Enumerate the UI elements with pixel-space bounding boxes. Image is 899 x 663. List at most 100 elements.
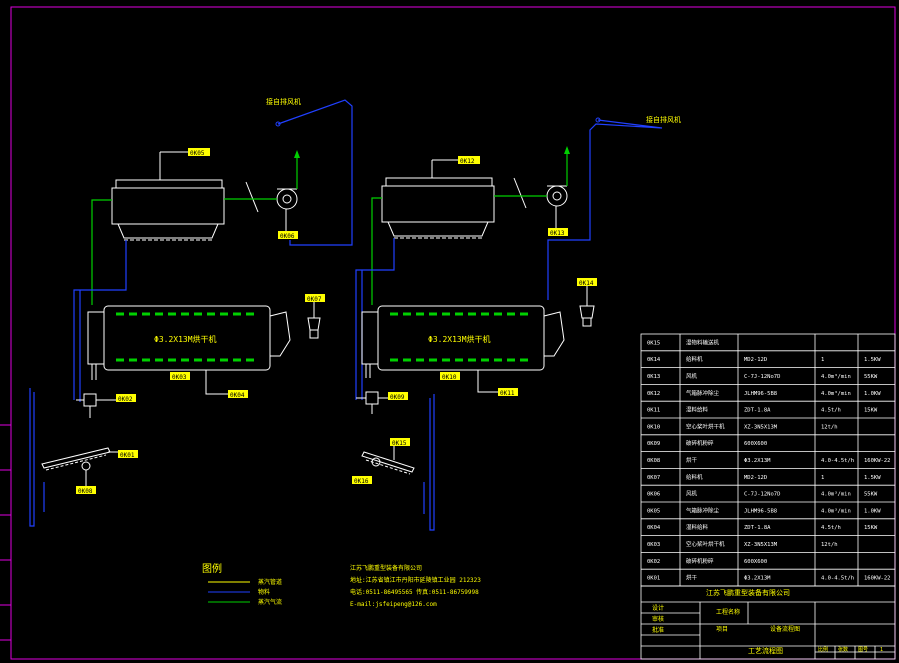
parts-table-cell-code: 0K08 — [647, 458, 660, 464]
title-block-sheet-value: 1 — [880, 647, 883, 653]
left-dryer-name: Φ3.2X13M烘干机 — [154, 334, 217, 344]
right-dryer-tag-2-text: 0K11 — [500, 390, 515, 397]
parts-table-cell-qty: 4.0-4.5t/h — [821, 458, 854, 464]
left-material-link — [73, 240, 127, 400]
right-dust-collector — [381, 159, 495, 239]
right-fan-outlet-label: 接自排风机 — [646, 115, 681, 124]
parts-table-cell-qty: 12t/h — [821, 542, 838, 548]
parts-table-cell-code: 0K05 — [647, 508, 660, 514]
left-dryer-tag — [170, 372, 190, 380]
parts-table-cell-code: 0K12 — [647, 391, 660, 397]
parts-table-cell-qty: 4.5t/h — [821, 408, 841, 414]
right-hopper — [579, 286, 595, 327]
left-process-line: 接自排风机 0K05 0K06 — [29, 97, 353, 527]
left-fan-tag-text: 0K06 — [280, 233, 295, 240]
title-block-drawing-no: 图号 — [858, 647, 868, 653]
parts-table-cell-code: 0K14 — [647, 357, 661, 363]
parts-table-cell-name: 破碎机粉碎 — [686, 557, 714, 565]
company-info-line2: 地址:江苏省镇江市丹阳市延陵镇工业园 212323 — [350, 576, 481, 584]
parts-table-cell-spec: Φ3.2X13M — [744, 458, 771, 464]
left-dust-collector — [111, 151, 225, 241]
parts-table-cell-qty: 4.0m³/min — [821, 491, 851, 498]
parts-table-cell-name: 给料机 — [686, 473, 703, 481]
title-block-sheet: 张数 — [838, 646, 848, 653]
parts-table-cell-qty: 4.0-4.5t/h — [821, 576, 854, 582]
right-crusher-tag — [352, 476, 372, 484]
parts-table-cell-qty: 4.0m³/min — [821, 507, 851, 514]
right-process-line: 接自排风机 0K12 0K13 — [352, 115, 681, 531]
parts-table-cell-power: 1.0KW — [864, 391, 881, 397]
parts-table-cell-power: 55KW — [864, 374, 878, 380]
parts-table-cell-name: 湿物料输送机 — [686, 338, 720, 346]
left-crusher-tag-text: 0K08 — [78, 488, 93, 495]
parts-table-cell-power: 15KW — [864, 408, 878, 414]
right-dryer-tag-2 — [498, 388, 518, 396]
title-block-scale: 比例 — [818, 646, 828, 653]
legend-label-2: 蒸汽气流 — [258, 598, 282, 606]
parts-table-cell-spec: C-7J-12No7D — [744, 492, 780, 498]
parts-table-cell-name: 给料机 — [686, 355, 703, 363]
right-stack-arrow — [564, 146, 570, 154]
title-block-approve: 批准 — [652, 626, 664, 634]
parts-table-cell-name: 烘干 — [686, 456, 698, 464]
legend-label-1: 物料 — [258, 588, 270, 596]
parts-table-cell-code: 0K09 — [647, 441, 660, 447]
right-conveyor-tag — [390, 438, 410, 446]
title-block-check: 审核 — [652, 615, 664, 623]
right-fan-tag — [548, 228, 568, 236]
left-exhaust-end — [275, 121, 281, 127]
title-block-item-label: 项目 — [716, 626, 728, 633]
parts-table-cell-code: 0K07 — [647, 475, 660, 481]
legend: 图例 蒸汽管道 物料 蒸汽气流 — [202, 562, 282, 606]
left-crusher-tag — [76, 486, 96, 494]
right-steam-link — [371, 197, 382, 305]
parts-table-cell-power: 160KW-22 — [864, 576, 891, 582]
left-material-chute — [29, 388, 35, 527]
parts-table-cell-name: 风机 — [686, 372, 698, 380]
parts-table-cell-code: 0K02 — [647, 559, 660, 565]
parts-table-cell-spec: 600X600 — [744, 441, 767, 447]
parts-table-cell-power: 15KW — [864, 525, 878, 531]
parts-table-cell-qty: 4.5t/h — [821, 525, 841, 531]
parts-table-cell-qty: 4.0m³/min — [821, 390, 851, 397]
right-collector-tag-text: 0K12 — [460, 158, 475, 165]
title-block-item-name: 设备流程图 — [770, 625, 800, 633]
left-exhaust-pipe — [277, 99, 353, 246]
parts-table-cell-name: 气箱脉冲除尘 — [686, 389, 720, 397]
right-hopper-tag — [577, 278, 597, 286]
company-info-line3: 电话:0511-86495565 传真:0511-86759998 — [350, 588, 479, 596]
parts-table-cell-spec: 600X600 — [744, 559, 767, 565]
right-fan-tag-text: 0K13 — [550, 230, 565, 237]
title-block-design: 设计 — [652, 604, 664, 612]
left-steam-link — [91, 199, 112, 305]
left-fan — [276, 188, 298, 232]
parts-table-cell-code: 0K11 — [647, 408, 660, 414]
left-conveyor — [41, 447, 118, 471]
right-feeder-tag-text: 0K09 — [390, 394, 405, 401]
parts-table-cell-name: 气箱脉冲除尘 — [686, 506, 720, 514]
left-dryer-leader — [205, 370, 228, 395]
right-dryer-leader — [477, 370, 498, 393]
left-hopper-tag-text: 0K07 — [307, 296, 322, 303]
right-crusher-tag-text: 0K16 — [354, 478, 369, 485]
parts-table-cell-code: 0K04 — [647, 525, 661, 531]
company-info-line1: 江苏飞鹏重型装备有限公司 — [350, 564, 422, 572]
title-block-text: 江苏飞鹏重型装备有限公司 设计 审核 批准 工程名称 项目 设备流程图 工艺流程… — [652, 588, 883, 655]
legend-title: 图例 — [202, 562, 222, 575]
parts-table-cell-power: 55KW — [864, 492, 878, 498]
parts-table-cell-spec: XZ-3N5X13M — [744, 424, 778, 430]
right-exhaust-end — [595, 117, 601, 123]
parts-table-cell-code: 0K01 — [647, 576, 660, 582]
parts-table-cell-qty: 12t/h — [821, 424, 838, 430]
left-fan-tag — [278, 231, 298, 239]
left-conveyor-tag — [118, 450, 138, 458]
left-feeder — [76, 393, 116, 418]
left-hopper-tag — [305, 294, 325, 302]
company-info: 江苏飞鹏重型装备有限公司 地址:江苏省镇江市丹阳市延陵镇工业园 212323 电… — [350, 564, 481, 608]
parts-table-cell-code: 0K15 — [647, 340, 660, 346]
title-block — [640, 585, 896, 660]
left-conveyor-tag-text: 0K01 — [120, 452, 135, 459]
right-conveyor — [361, 446, 415, 475]
parts-table-cell-power: 1.0KW — [864, 508, 881, 514]
